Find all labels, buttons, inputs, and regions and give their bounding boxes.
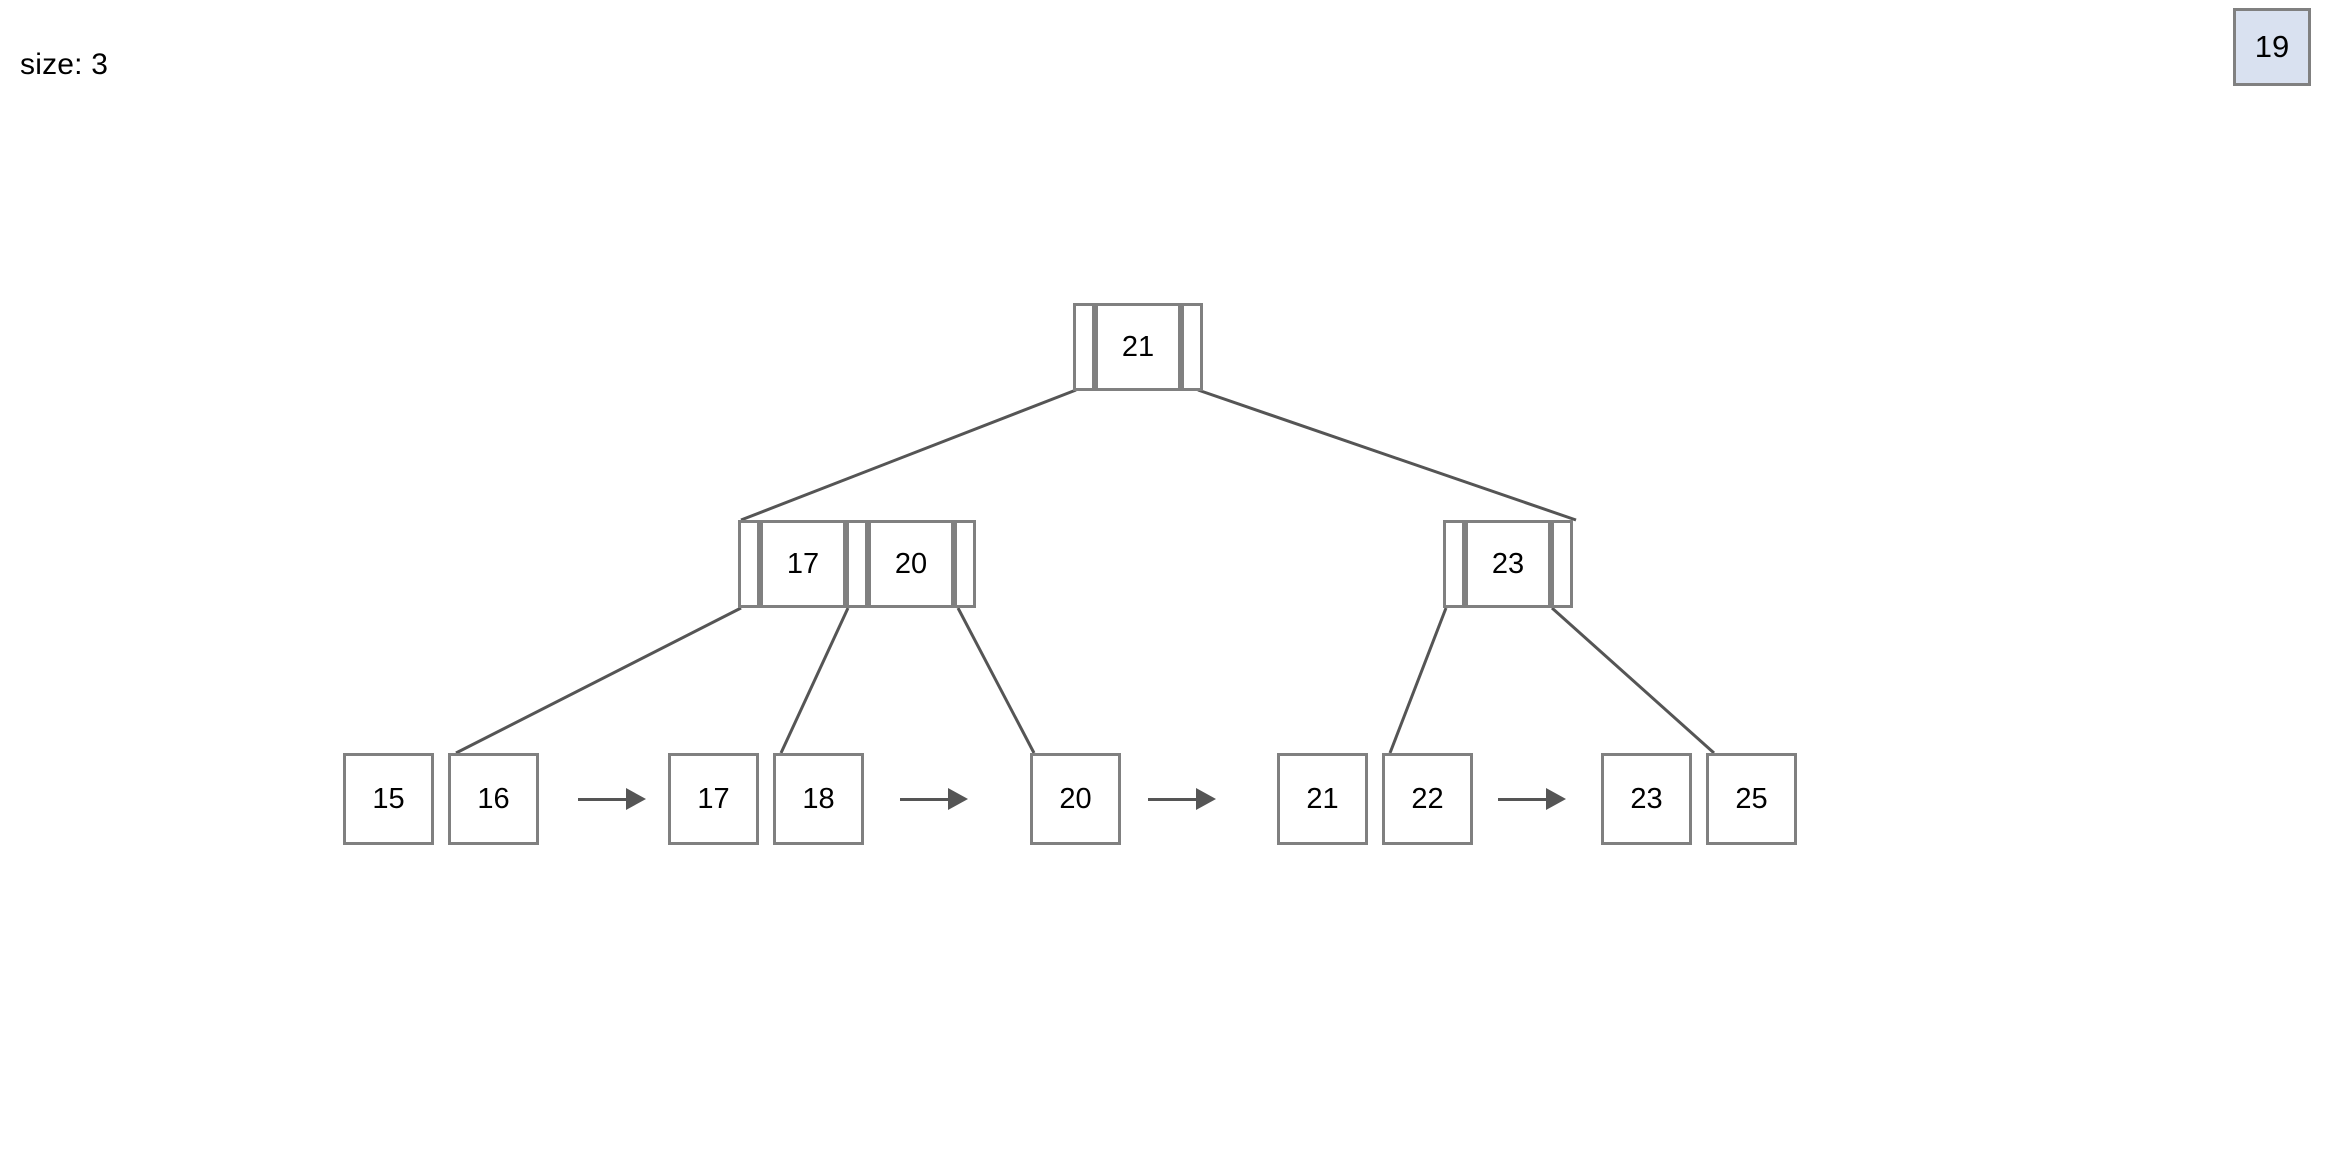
tree-size-label: size: 3: [20, 48, 109, 81]
leaf-next-arrow-icon: [578, 787, 646, 811]
arrow-shaft: [1148, 797, 1196, 801]
pending-value-badge[interactable]: 19: [2233, 8, 2311, 86]
leaf-next-arrow-icon: [1498, 787, 1566, 811]
leaf-key-cell: 23: [1601, 753, 1692, 845]
pointer-cell: [1551, 520, 1573, 608]
pointer-cell: [1181, 303, 1203, 391]
tree-edge-root-to-internal-right: [1197, 388, 1577, 522]
tree-edge-internal-left-to-leaf-1: [455, 606, 742, 755]
tree-leaf-leaf-3[interactable]: 20: [1030, 753, 1121, 845]
leaf-key-cell: 21: [1277, 753, 1368, 845]
arrow-shaft: [900, 797, 948, 801]
tree-edge-root-to-internal-left: [740, 388, 1077, 522]
tree-edge-internal-left-to-leaf-2: [779, 607, 850, 754]
arrow-shaft: [1498, 797, 1546, 801]
key-cell: 17: [760, 520, 846, 608]
pointer-cell: [846, 520, 868, 608]
leaf-key-cell: 22: [1382, 753, 1473, 845]
key-cell: 21: [1095, 303, 1181, 391]
leaf-key-cell: 25: [1706, 753, 1797, 845]
pointer-cell: [738, 520, 760, 608]
arrow-head: [1196, 788, 1216, 810]
key-cell: 23: [1465, 520, 1551, 608]
leaf-key-cell: 16: [448, 753, 539, 845]
leaf-key-cell: 20: [1030, 753, 1121, 845]
leaf-next-arrow-icon: [900, 787, 968, 811]
tree-edge-internal-right-to-leaf-5: [1550, 606, 1716, 755]
leaf-key-cell: 15: [343, 753, 434, 845]
leaf-key-cell: 17: [668, 753, 759, 845]
leaf-next-arrow-icon: [1148, 787, 1216, 811]
key-cell: 20: [868, 520, 954, 608]
tree-node-root[interactable]: 21: [1073, 303, 1203, 391]
tree-edge-internal-right-to-leaf-4: [1388, 607, 1448, 754]
arrow-head: [626, 788, 646, 810]
tree-edge-internal-left-to-leaf-3: [956, 607, 1036, 754]
pointer-cell: [1073, 303, 1095, 391]
leaf-key-cell: 18: [773, 753, 864, 845]
pointer-cell: [954, 520, 976, 608]
arrow-head: [948, 788, 968, 810]
pending-value-text: 19: [2254, 29, 2290, 64]
tree-node-internal-right[interactable]: 23: [1443, 520, 1573, 608]
pointer-cell: [1443, 520, 1465, 608]
arrow-head: [1546, 788, 1566, 810]
arrow-shaft: [578, 797, 626, 801]
